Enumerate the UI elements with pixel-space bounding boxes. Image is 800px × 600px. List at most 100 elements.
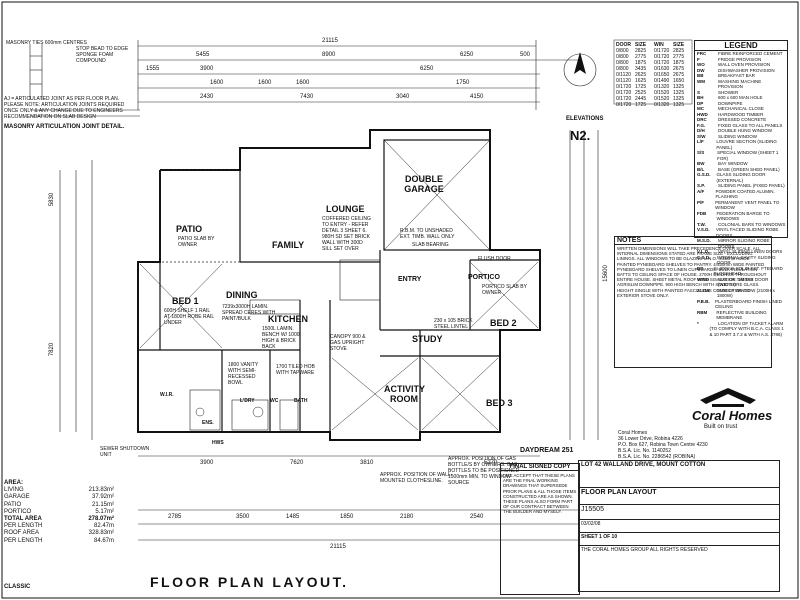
legend-code: L/F (697, 139, 704, 144)
legend-desc: SPECIAL WINDOW (SHEET 1 FOR) (717, 150, 779, 161)
rev-cell: 0/800 (616, 66, 629, 72)
legend-desc: FEDERATION BARGE TO WINDOWS (716, 210, 770, 222)
overall-width-top: 21115 (322, 38, 338, 44)
legend-desc: FRIDGE PROVISION (718, 56, 762, 62)
classic-label: CLASSIC (4, 584, 31, 590)
room-double-garage: DOUBLE GARAGE (404, 174, 444, 194)
room-bed3: BED 3 (486, 398, 513, 408)
bottom-dim-1485: 1485 (286, 514, 300, 520)
area-label: GARAGE (4, 494, 30, 501)
legend-desc: 2x 300mm SOLID EXT. FTBOARD BLOCKHEAD (713, 265, 783, 277)
legend-desc: WASHING MACHINE PROVISION (717, 78, 762, 90)
legend-row: F FRIDGE PROVISION (695, 57, 787, 63)
legend-desc: DISHWASHER PROVISION (718, 67, 775, 73)
top-dim-3900: 3900 (200, 66, 214, 72)
area-label: PATIO (4, 501, 22, 508)
vanity-note: 1800 VANITY WITH SEMI-RECESSED BOWL (228, 362, 259, 386)
legend-code: F (697, 56, 700, 62)
legend-desc: SIZE OF WINDOW (2100H x 1800W) (716, 287, 775, 299)
legend-code: RBM (697, 309, 708, 315)
room-lounge: LOUNGE (326, 204, 365, 214)
room-activity: ACTIVITY ROOM (384, 384, 426, 404)
top-dim-7430: 7430 (300, 94, 314, 100)
legend-desc: SHOWER (718, 89, 739, 95)
legend-code: DD (697, 265, 704, 271)
area-label: LIVING (4, 487, 24, 494)
legend-row: S/S SPECIAL WINDOW (SHEET 1 FOR) (695, 150, 787, 161)
legend-code: WIND (697, 276, 709, 282)
legend-desc: SLIDING PANEL (FIXED PANEL) (718, 183, 785, 188)
rev-cell: 0/1120 (616, 72, 631, 78)
rev-grid (613, 39, 693, 105)
legend-desc: SLIDING WINDOW (718, 133, 757, 139)
rev-cell: 1325 (673, 102, 685, 108)
design-name: DAYDREAM 251 (520, 447, 574, 454)
top-dim-1750: 1750 (456, 80, 470, 86)
title-block: LOT 42 WALLAND DRIVE, MOUNT COTTON FLOOR… (578, 460, 780, 592)
legend-code: S/W (697, 133, 706, 139)
canopy-note: CANOPY 900 & GAS UPRIGHT STOVE (330, 334, 366, 352)
top-dim-1555: 1555 (146, 66, 160, 72)
hws-label: HWS (212, 440, 224, 446)
rev-cell: 0/1720 (654, 60, 670, 66)
legend-code: MC (697, 106, 704, 111)
legend-code: M.S.D. (697, 238, 711, 243)
rev-cell: 1325 (673, 96, 685, 102)
legend-row: *LOCATION OF TACKET ALARM (695, 321, 787, 327)
rev-cell: 2525 (635, 90, 647, 96)
legend-code: V.S.D. (697, 227, 710, 232)
rev-cell: 0/800 (616, 60, 629, 66)
legend-row: 21x18 SIZE OF WINDOW (2100H x 1800W) (695, 288, 787, 299)
legend-row: V.S.D.VINYL FACED SLIDING ROBE DOORS (695, 227, 787, 238)
legend-code: S/S (697, 150, 705, 155)
top-dim-5455: 5455 (196, 52, 210, 58)
legend-code: D/H (697, 128, 705, 133)
notes-title: NOTES (615, 237, 771, 245)
legend-code: C.S.D. (697, 254, 711, 260)
rev-cell: 0/1520 (654, 90, 670, 96)
ensuite (189, 389, 221, 431)
legend-row: L/F LOUVRE SECTION (SLIDING PANEL) (695, 139, 787, 150)
bed1-cross (139, 263, 223, 349)
area-label: PORTICO (4, 508, 32, 515)
legend-code: BH (697, 95, 704, 100)
interior-walls (138, 170, 540, 432)
legend-row: C.S.D.INTERNAL CAVITY SLIDING DOOR (695, 255, 787, 266)
bottom-dim-1850: 1850 (340, 514, 354, 520)
toilet-icon (195, 407, 205, 417)
rev-cell: 2775 (673, 54, 685, 60)
legend-code: 21x18 (697, 287, 710, 293)
legend-desc: LOUVRE SECTION (SLIDING PANEL) (716, 139, 777, 150)
left-dim-lines (59, 160, 93, 440)
legend-code: S.P. (697, 183, 705, 188)
coral-homes-logo-icon (700, 388, 756, 407)
bath-note: 1700 TILED HOB WITH TAPWARE (276, 364, 315, 376)
legend-code: BB (697, 73, 704, 78)
rev-cell: 1875 (673, 60, 685, 66)
legend-code: V.L.D. (697, 249, 710, 254)
brand-name: Coral Homes (692, 408, 773, 423)
final-title: FINAL SIGNED COPY (501, 464, 579, 471)
legend-desc: PERMANENT VENT PANEL TO WINDOW (715, 199, 780, 211)
final-signed-copy: FINAL SIGNED COPY LIVE ACCEPT THAT THESE… (500, 463, 580, 595)
brand-tagline: Built on trust (704, 424, 738, 430)
legend-row: G.S.D.GLASS SLIDING DOOR (EXTERNAL) (695, 172, 787, 183)
room-portico: PORTICO (468, 274, 500, 281)
kitchen-bench (249, 299, 301, 315)
rev-cell: 1625 (635, 78, 647, 84)
bottom-dim-5270: 5270 (484, 460, 498, 466)
rev-cell: 0/800 (616, 48, 629, 54)
